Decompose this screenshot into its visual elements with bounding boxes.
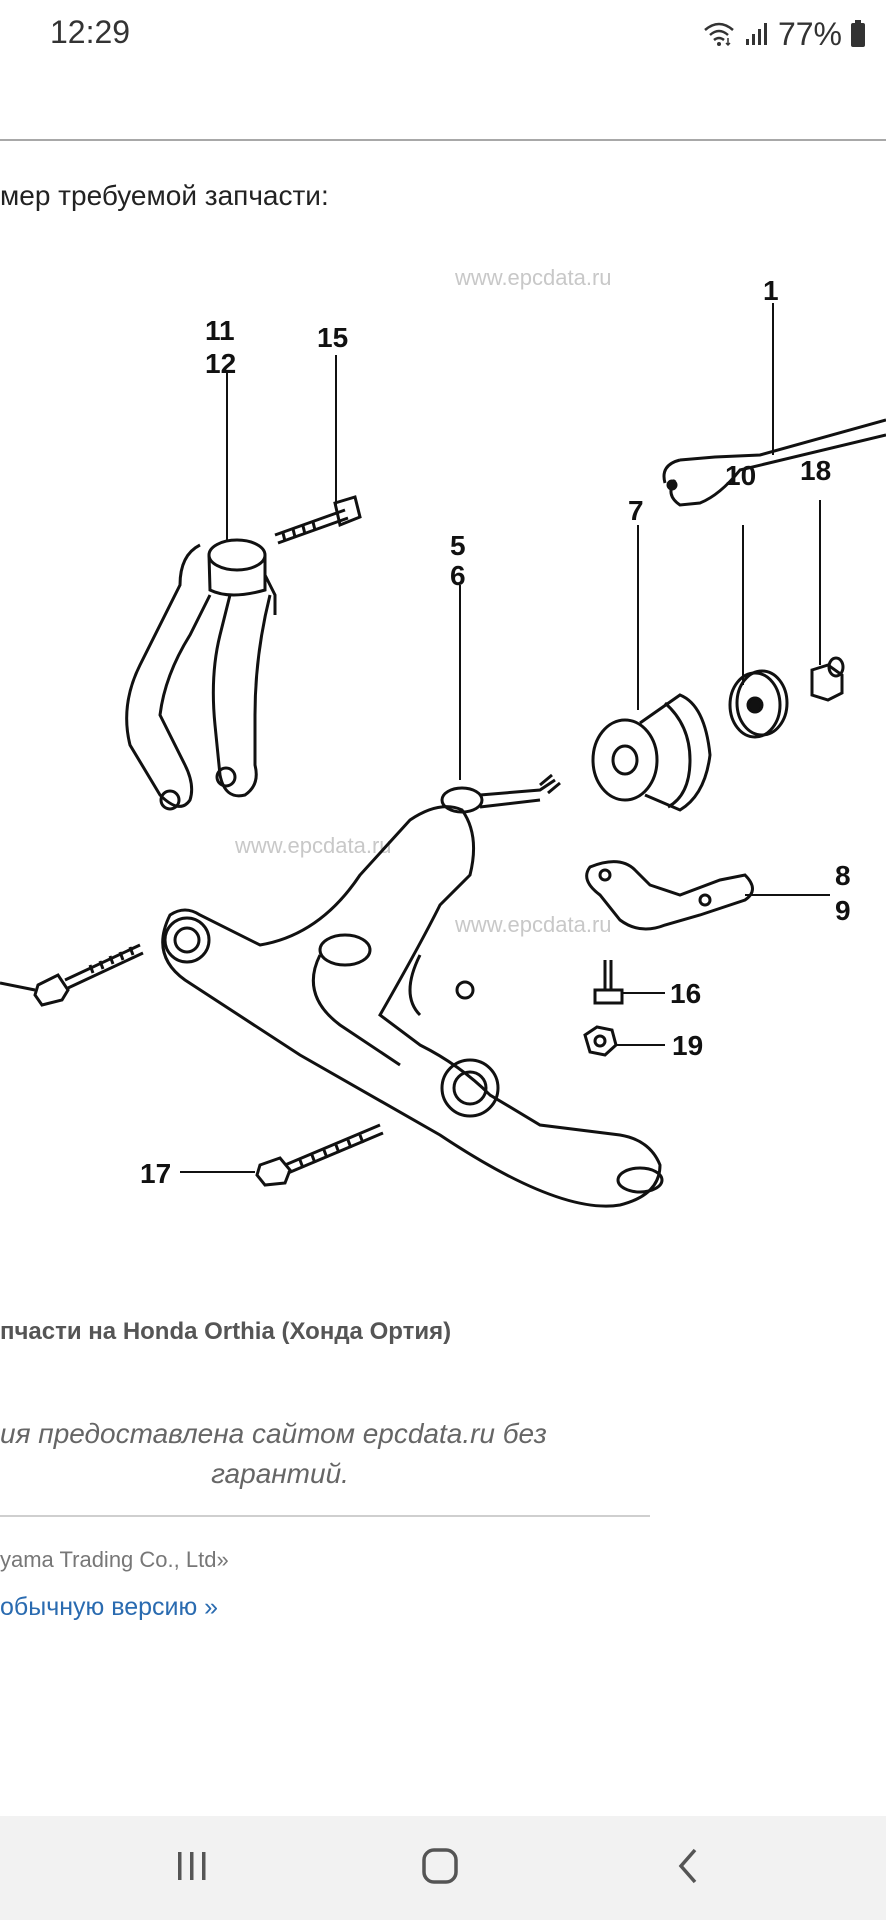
watermark-text: www.epcdata.ru [234,833,392,858]
back-button[interactable] [648,1838,728,1898]
part-label-10[interactable]: 10 [725,460,756,491]
part-label-7[interactable]: 7 [628,495,644,526]
bolt-15-part [274,495,362,545]
home-icon [420,1846,460,1891]
status-bar: 12:29 77% [0,0,886,70]
bracket-part [585,860,754,931]
back-icon [673,1846,703,1891]
recent-apps-icon [174,1848,210,1889]
part-label-16[interactable]: 16 [670,978,701,1009]
copyright-text: yama Trading Co., Ltd» [0,1547,229,1572]
part-label-1[interactable]: 1 [763,275,779,306]
bolt-17-part [255,1123,384,1187]
part-label-5[interactable]: 5 [450,530,466,561]
part-label-18[interactable]: 18 [800,455,831,486]
part-label-15[interactable]: 15 [317,322,348,353]
lower-control-arm-part [161,805,664,1208]
disclaimer-line-2: гарантий. [211,1458,349,1489]
nut-19-part [583,1025,618,1057]
parts-diagram[interactable]: www.epcdata.ru www.epcdata.ru www.epcdat… [0,255,886,1255]
recent-apps-button[interactable] [152,1838,232,1898]
knuckle-part [125,538,277,811]
disclaimer: ия предоставлена сайтом epcdata.ru без г… [0,1414,560,1494]
watermark-text: www.epcdata.ru [454,912,612,937]
system-nav-bar [0,1816,886,1920]
stopper-10-part [728,669,789,739]
bolt-16-part [593,960,624,1005]
stabilizer-bar-part [662,418,886,507]
footer-divider [0,1515,650,1517]
part-label-9[interactable]: 9 [835,895,851,926]
wifi-icon [702,21,736,47]
status-time: 12:29 [50,14,131,50]
left-bolt-part [0,943,144,1007]
watermark-text: www.epcdata.ru [454,265,612,290]
part-label-8[interactable]: 8 [835,860,851,891]
part-label-11[interactable]: 11 [205,315,235,346]
part-label-19[interactable]: 19 [672,1030,703,1061]
full-version-link[interactable]: обычную версию » [0,1593,219,1621]
part-label-6[interactable]: 6 [450,560,466,591]
signal-icon [744,21,770,47]
bushing-7-part [591,693,712,812]
nut-18-part [810,656,845,702]
diagram-caption: пчасти на Honda Orthia (Хонда Ортия) [0,1318,452,1345]
part-label-12[interactable]: 12 [205,348,236,379]
page-prompt: мер требуемой запчасти: [0,180,329,211]
header-divider [0,139,886,141]
home-button[interactable] [400,1838,480,1898]
battery-icon [850,20,866,48]
battery-percent: 77% [777,15,842,52]
part-label-17[interactable]: 17 [140,1158,171,1189]
ball-joint-part [440,773,561,814]
leader-lines [180,303,830,1173]
status-icons: 77% [702,14,866,54]
disclaimer-line-1: ия предоставлена сайтом epcdata.ru без [0,1418,547,1449]
